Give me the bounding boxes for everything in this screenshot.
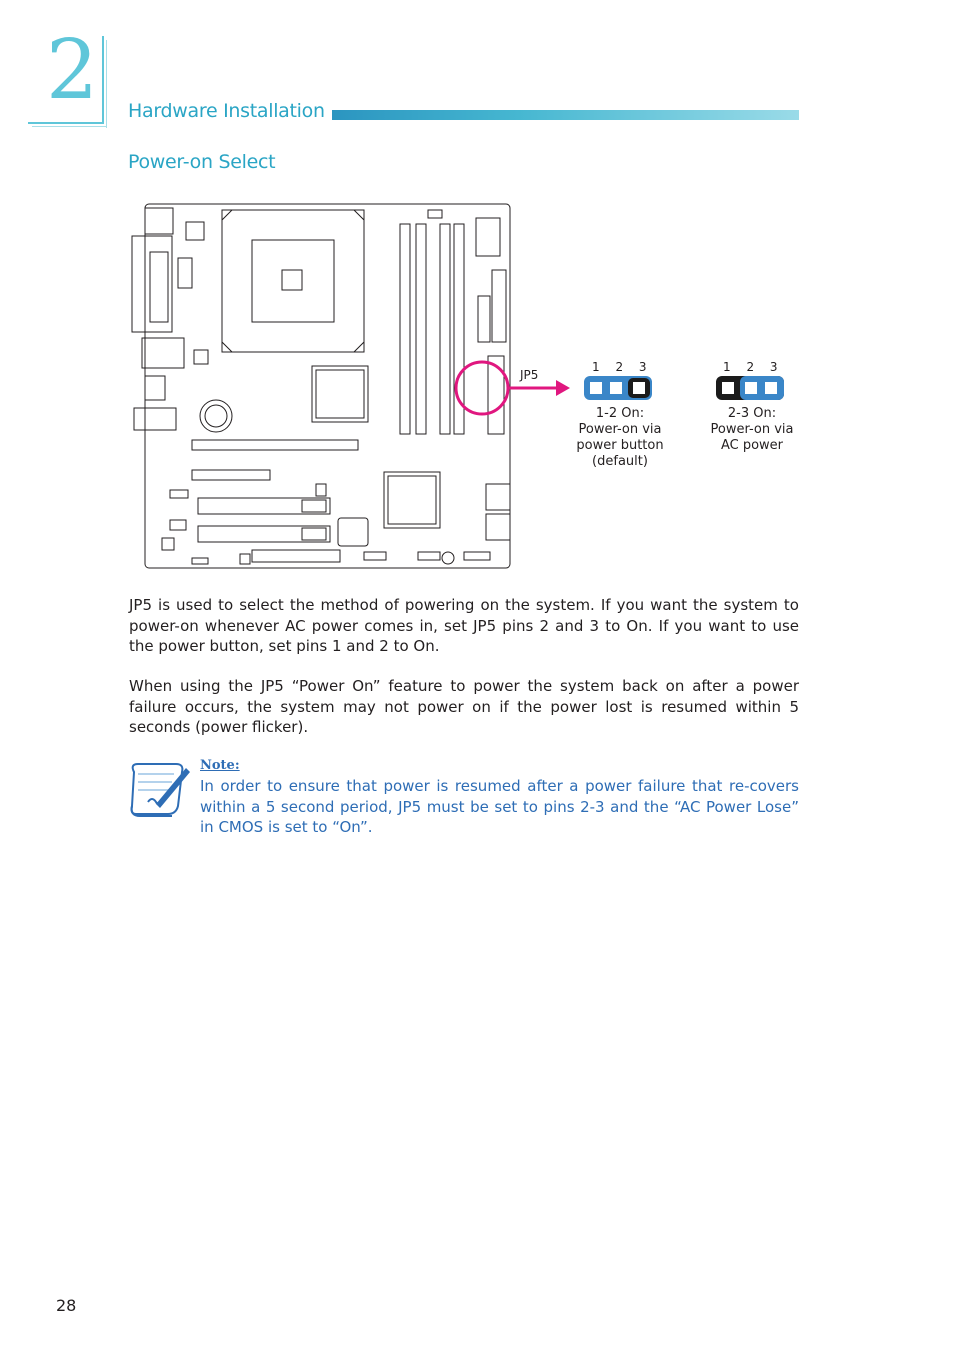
chapter-rule-vertical [102,36,104,124]
note-scroll-icon [130,763,190,817]
chapter-rule-horizontal [28,122,104,124]
note-text: In order to ensure that power is resumed… [200,777,799,836]
config2-caption: 2-3 On: Power-on via AC power [692,406,812,454]
config2-jumper [716,376,784,400]
chapter-rule-horizontal-shadow [32,126,106,127]
config1-caption: 1-2 On: Power-on via power button (defau… [560,406,680,470]
config2-caption-line3: AC power [720,438,784,453]
jp5-label: JP5 [520,368,539,382]
pointer-arrow [508,380,570,396]
config1-caption-line2: Power-on via [578,422,662,437]
note-title: Note: [200,758,240,773]
config1-pin-numbers: 1 2 3 [592,360,653,374]
section-title: Power-on Select [128,151,276,173]
motherboard-diagram [131,203,511,569]
config2-caption-line2: Power-on via [710,422,794,437]
config2-pin-numbers: 1 2 3 [723,360,784,374]
page-number: 28 [56,1296,77,1315]
chapter-rule-vertical-shadow [106,40,107,128]
chapter-title: Hardware Installation [128,100,325,122]
config1-jumper [584,376,652,400]
chapter-number: 2 [46,23,99,118]
config1-caption-line1: 1-2 On: [595,406,645,421]
config1-caption-line3: power button [576,438,664,453]
config1-caption-line4: (default) [592,454,648,469]
body-paragraph-2: When using the JP5 “Power On” feature to… [129,677,799,736]
chapter-title-bar [332,110,799,120]
body-paragraph-1: JP5 is used to select the method of powe… [129,596,799,655]
config2-caption-line1: 2-3 On: [727,406,777,421]
